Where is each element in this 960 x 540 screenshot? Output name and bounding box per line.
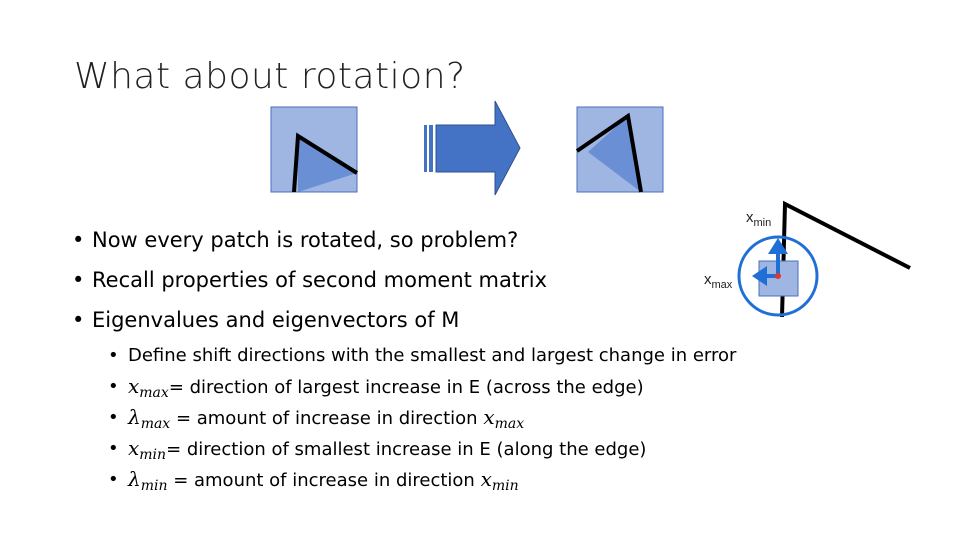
rotated-patch-corner (575, 112, 643, 193)
bullet-item: Recall properties of second moment matri… (72, 260, 832, 300)
rotated-patch-shading (588, 116, 641, 192)
sub-bullet-item: xmax= direction of largest increase in E… (72, 371, 832, 402)
sub-bullet-item: λmax = amount of increase in direction x… (72, 402, 832, 433)
rotated-patch (575, 106, 664, 193)
slide-title: What about rotation? (74, 56, 466, 97)
original-patch-corner (292, 132, 359, 193)
original-patch-shading (298, 136, 357, 192)
bullet-list: Now every patch is rotated, so problem? … (72, 220, 832, 495)
sub-bullet-item: λmin = amount of increase in direction x… (72, 464, 832, 495)
sub-bullet-item: xmin= direction of smallest increase in … (72, 433, 832, 464)
transform-arrow-icon (424, 100, 521, 196)
original-patch (270, 106, 359, 193)
sub-bullet-item: Define shift directions with the smalles… (72, 340, 832, 371)
bullet-item: Eigenvalues and eigenvectors of M (72, 300, 832, 340)
bullet-item: Now every patch is rotated, so problem? (72, 220, 832, 260)
